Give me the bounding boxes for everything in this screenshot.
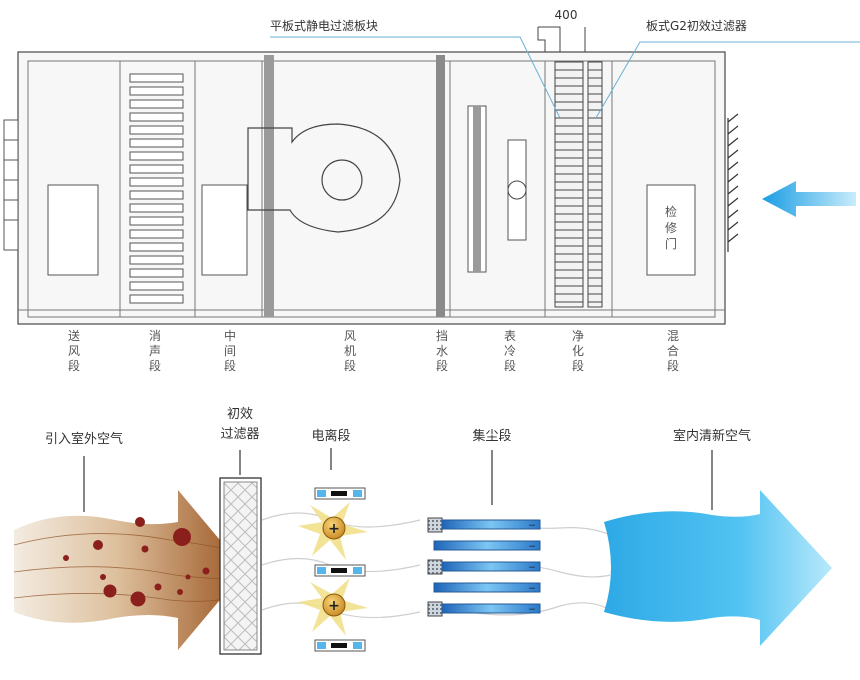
- dust-particles: [63, 517, 210, 607]
- minus-sign-3: −: [528, 563, 536, 573]
- intake-arrow-icon: [762, 181, 856, 217]
- dimension-label: 400: [555, 8, 578, 22]
- ahu-casing: [17, 51, 726, 325]
- section-label: 挡水段: [436, 329, 448, 373]
- section-dividers: [119, 61, 613, 317]
- purification-process: + + − − − − −: [13, 448, 832, 655]
- supply-access-panel: [47, 184, 99, 276]
- outdoor-air-label: 引入室外空气: [45, 431, 123, 447]
- supply-outlet-flange: [3, 119, 19, 251]
- minus-sign-1: −: [528, 521, 536, 531]
- collector-plates: [427, 517, 541, 617]
- door-label: 检 修 门: [665, 204, 677, 251]
- silencer-baffles: [129, 73, 184, 304]
- g2-prefilter-panel: [587, 61, 603, 308]
- dirty-air-arrow: [14, 490, 245, 650]
- door-label-char-2: 修: [665, 220, 677, 235]
- intake-louver: [727, 113, 739, 252]
- callout-esp-leader: [270, 36, 561, 119]
- eliminator-bar: [436, 55, 445, 317]
- prefilter-label-line1: 初效: [227, 407, 253, 422]
- coil-pipe-circle: [507, 180, 527, 200]
- collection-label: 集尘段: [472, 428, 511, 444]
- fan-partition-bar: [264, 55, 274, 317]
- clean-air-arrow: [604, 490, 832, 646]
- callout-g2-leader: [595, 41, 860, 119]
- positive-ion-lower: [322, 593, 346, 617]
- section-label: 送风段: [68, 328, 80, 373]
- negative-signs: − − − − −: [528, 521, 536, 615]
- ionizer-electrodes: [314, 487, 366, 652]
- door-label-char-3: 门: [665, 236, 677, 251]
- clean-air-label: 室内清新空气: [673, 428, 751, 444]
- section-labels: 送风段 消声段 中间段 风机段 挡水段 表冷段 净化段 混合段: [68, 328, 679, 373]
- cooling-coil-core: [473, 106, 481, 272]
- section-label: 风机段: [344, 329, 356, 373]
- dimension-bracket: [538, 26, 586, 52]
- ahu-inner-frame: [27, 60, 716, 318]
- section-label: 表冷段: [504, 329, 516, 373]
- minus-sign-5: −: [528, 605, 536, 615]
- middle-access-panel: [201, 184, 248, 276]
- callout-g2-label: 板式G2初效过滤器: [646, 18, 747, 33]
- section-label: 净化段: [572, 329, 584, 373]
- section-label: 中间段: [224, 328, 236, 373]
- prefilter-label-line2: 过滤器: [220, 427, 259, 442]
- positive-ion-upper: [322, 516, 346, 540]
- plus-sign-upper: +: [328, 521, 340, 537]
- ionization-label: 电离段: [311, 428, 350, 444]
- minus-sign-2: −: [528, 542, 536, 552]
- section-label: 混合段: [667, 329, 679, 373]
- door-label-char-1: 检: [665, 204, 677, 219]
- callout-esp-label: 平板式静电过滤板块: [270, 19, 378, 33]
- esp-filter-plates: [554, 61, 584, 308]
- inspection-door: [646, 184, 696, 276]
- dimension-box: [537, 27, 546, 52]
- ahu-section: [3, 26, 860, 325]
- primary-filter-media: [223, 481, 258, 651]
- supply-outlet-ticks: [4, 139, 18, 221]
- plus-sign-lower: +: [328, 598, 340, 614]
- fan-icon: [247, 123, 401, 233]
- minus-sign-4: −: [528, 584, 536, 594]
- section-label: 消声段: [149, 329, 161, 373]
